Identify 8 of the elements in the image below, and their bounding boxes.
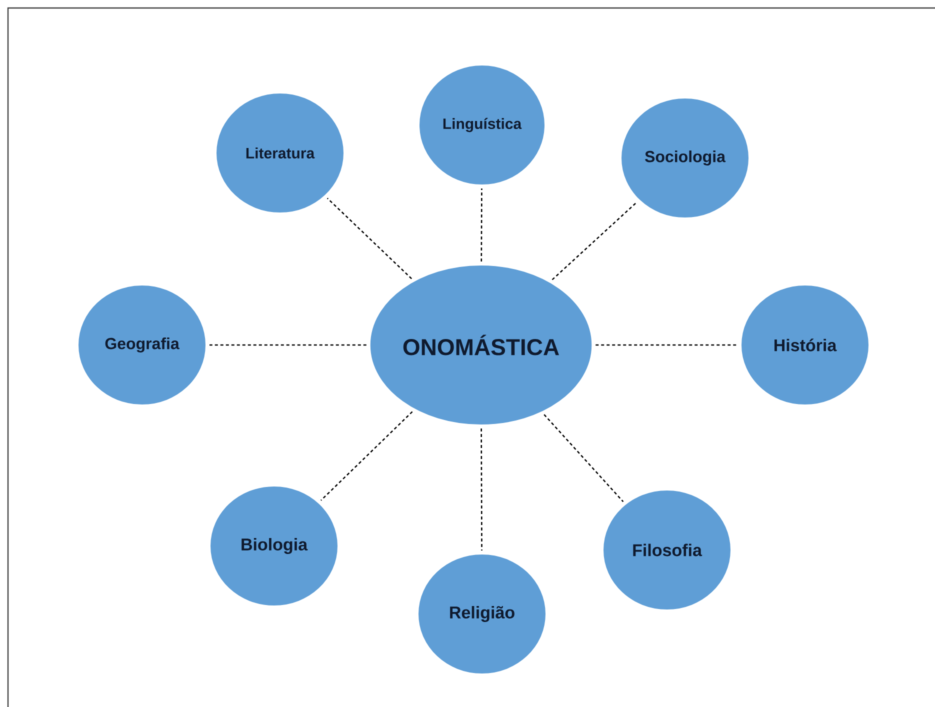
connector-line xyxy=(596,344,738,346)
connector-line xyxy=(544,414,624,502)
connector-line xyxy=(480,428,482,550)
connector-line xyxy=(210,344,366,346)
connector-line xyxy=(326,198,412,280)
connector-line xyxy=(552,202,638,280)
connector-line xyxy=(320,411,413,501)
connector-line xyxy=(480,188,482,262)
